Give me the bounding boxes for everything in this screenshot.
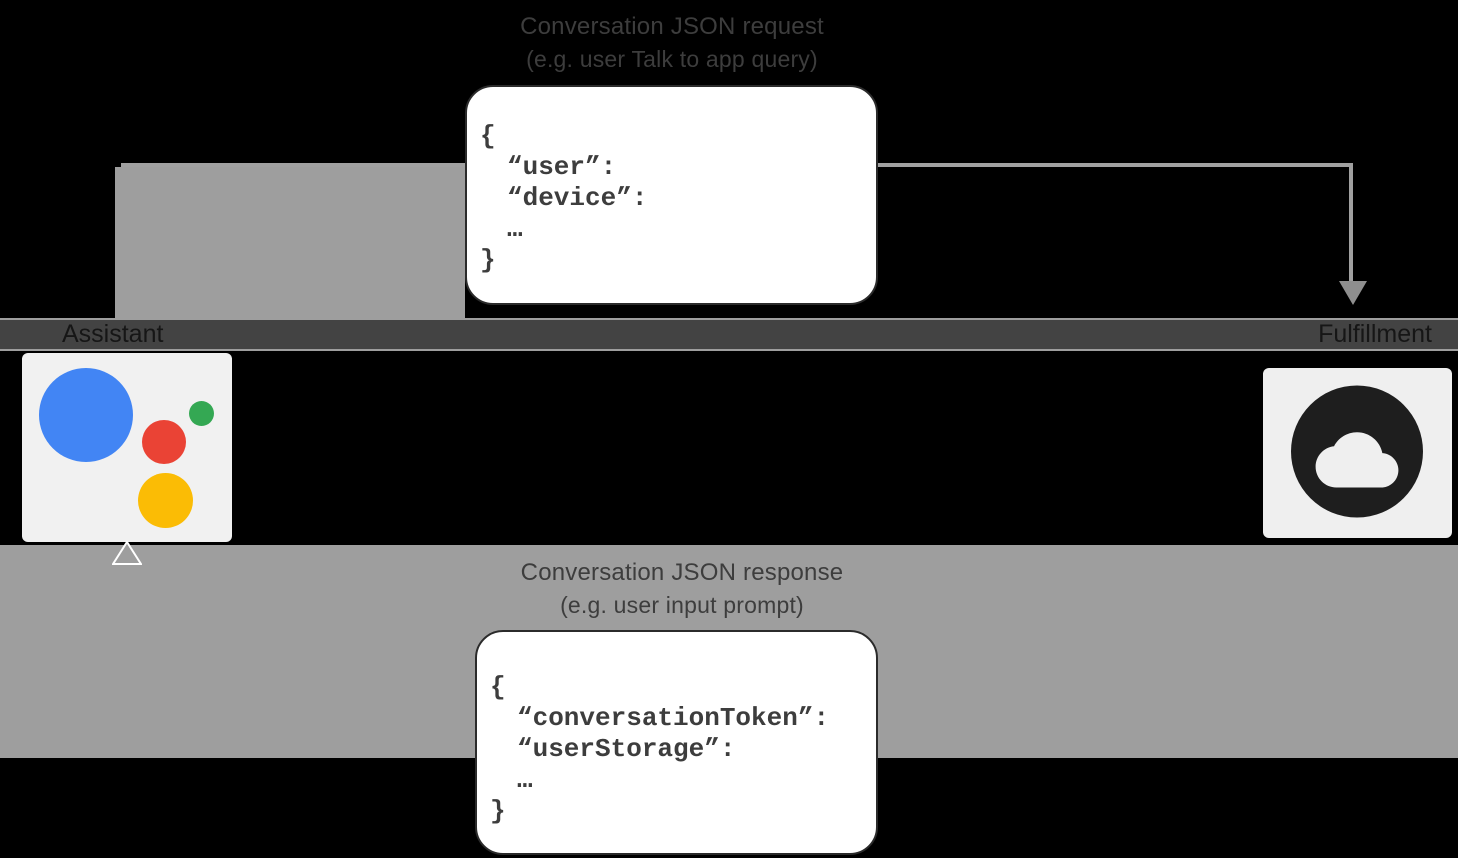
request-json-card: { “user”: “device”: … } [465, 85, 878, 305]
request-arrow-drop [1349, 163, 1353, 282]
request-subtitle: (e.g. user Talk to app query) [526, 46, 818, 72]
request-code-block: { “user”: “device”: … } [467, 87, 876, 276]
request-code-line: “device”: [507, 183, 648, 213]
response-code-line: } [490, 796, 506, 826]
response-code-block: { “conversationToken”: “userStorage”: … … [477, 632, 876, 827]
assistant-card [22, 353, 232, 542]
assistant-yellow-circle [138, 473, 193, 528]
response-code-line: “conversationToken”: [517, 703, 830, 733]
response-arrowhead-icon [112, 541, 142, 565]
request-arrow-band [115, 167, 465, 318]
response-json-card: { “conversationToken”: “userStorage”: … … [475, 630, 878, 855]
request-arrowhead-icon [1339, 281, 1367, 305]
assistant-label: Assistant [62, 320, 164, 348]
request-code-line: … [507, 214, 523, 244]
fulfillment-label: Fulfillment [1318, 320, 1432, 348]
request-code-line: { [480, 121, 496, 151]
request-code-line: } [480, 245, 496, 275]
request-code-line: “user”: [507, 152, 617, 182]
assistant-red-circle [142, 420, 186, 464]
fulfillment-card [1263, 368, 1452, 538]
response-code-line: “userStorage”: [517, 734, 736, 764]
actor-strip [0, 318, 1458, 351]
assistant-blue-circle [39, 368, 133, 462]
response-code-line: … [517, 765, 533, 795]
cloud-icon [1291, 385, 1423, 518]
response-code-line: { [490, 672, 506, 702]
response-title: Conversation JSON response [520, 559, 844, 586]
request-title: Conversation JSON request [520, 13, 824, 40]
assistant-green-circle [189, 401, 214, 426]
response-subtitle: (e.g. user input prompt) [560, 592, 804, 618]
